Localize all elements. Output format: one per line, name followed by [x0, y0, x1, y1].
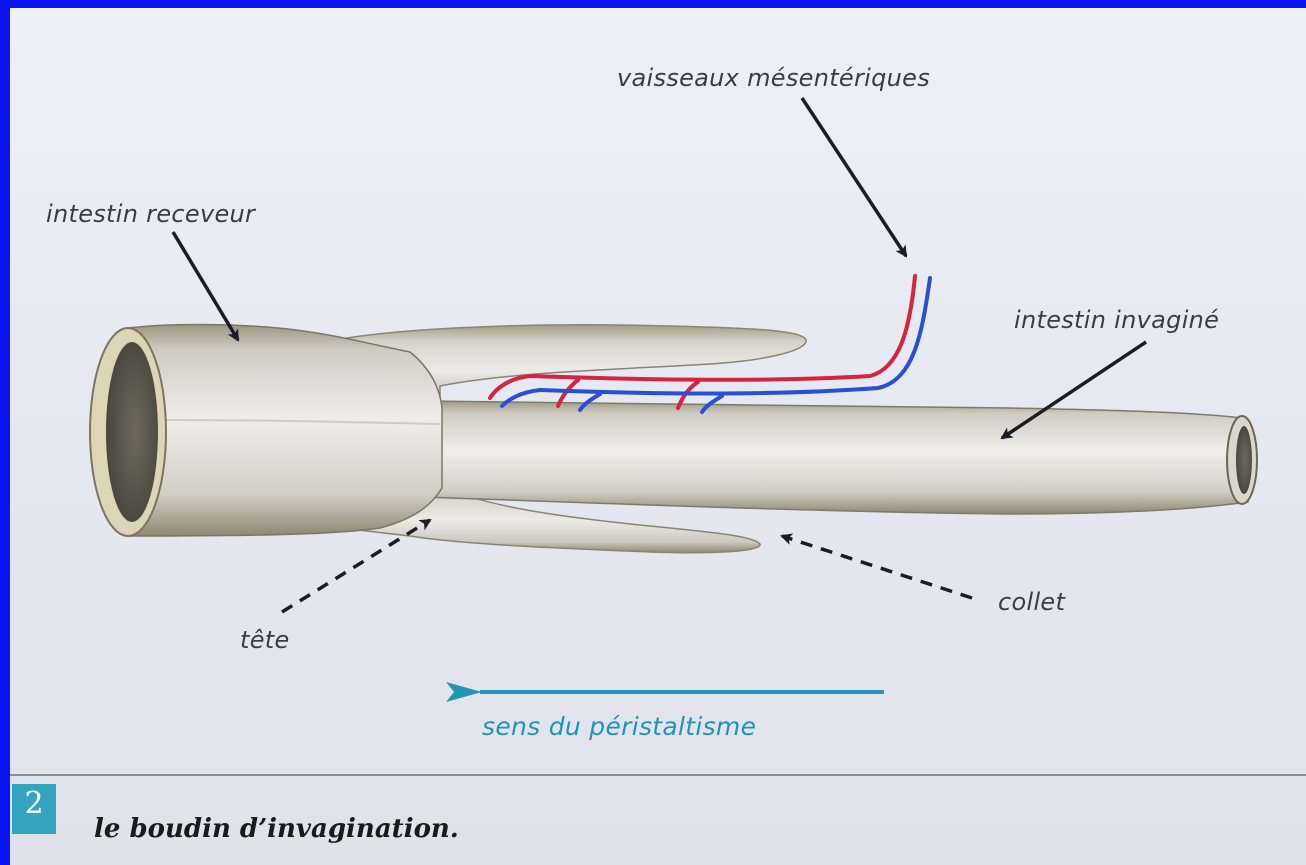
label-tete: tête — [240, 626, 290, 654]
label-receiving-intestine: intestin receveur — [46, 200, 255, 228]
caption-divider — [10, 774, 1306, 776]
recipient-tube — [128, 325, 442, 536]
figure-number-badge: 2 — [12, 784, 56, 834]
arrow-collet — [782, 536, 972, 598]
figure-page: vaisseaux mésentériques intestin receveu… — [10, 8, 1306, 865]
label-collet: collet — [998, 588, 1065, 616]
label-mesenteric-vessels: vaisseaux mésentériques — [617, 64, 930, 92]
label-peristalsis-direction: sens du péristaltisme — [482, 712, 756, 741]
figure-caption: le boudin d’invagination. — [94, 814, 459, 844]
label-invaginated-intestine: intestin invaginé — [1014, 306, 1219, 334]
invaginated-tube — [340, 400, 1248, 514]
arrow-vaisseaux — [802, 98, 906, 256]
